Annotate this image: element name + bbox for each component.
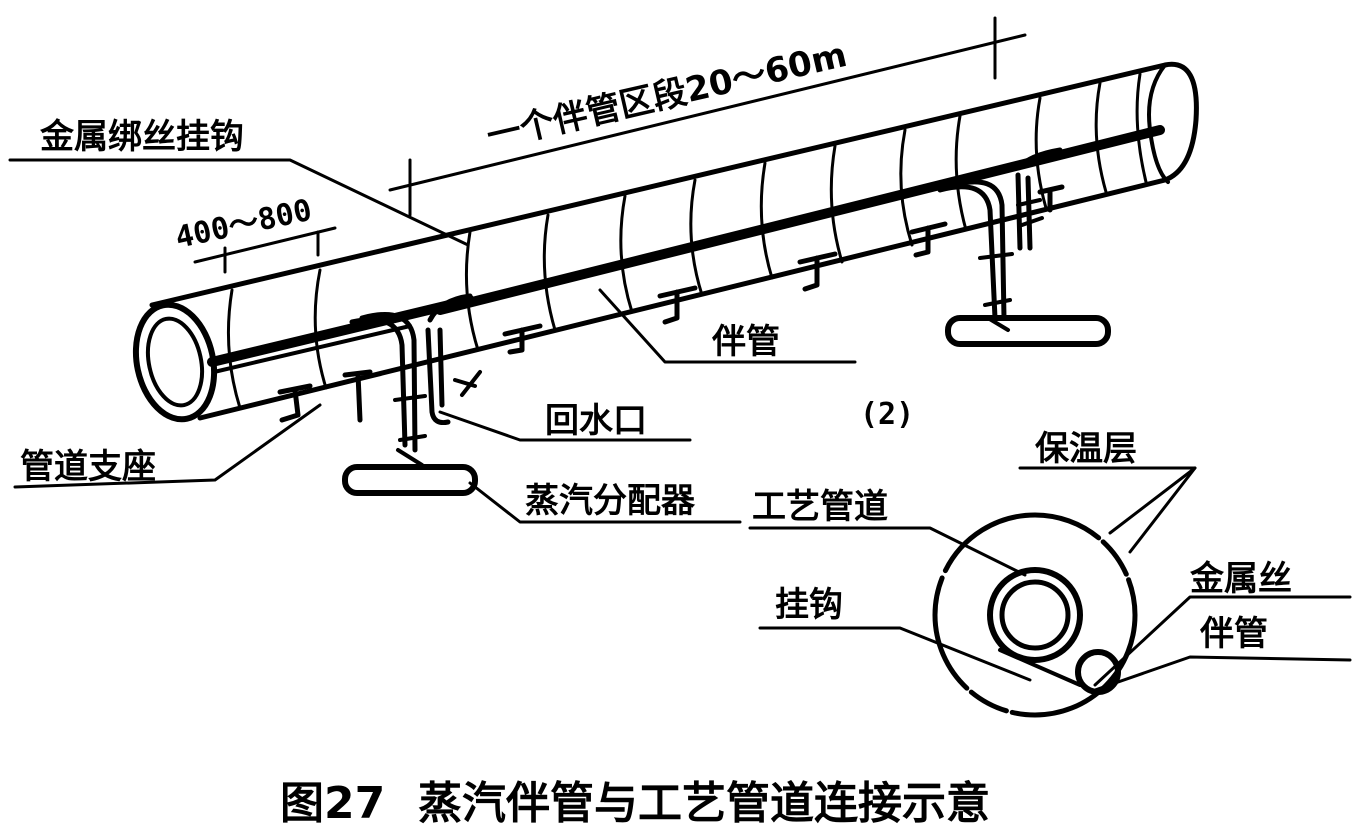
label-return-port: 回水口 — [545, 401, 647, 441]
label-cross-section-marker: (2) — [860, 397, 914, 432]
steam-distributor-left — [342, 464, 478, 496]
label-tracer: 伴管 — [711, 322, 780, 362]
valve-fittings — [393, 198, 1044, 467]
label-spacing: 400～800 — [172, 193, 315, 256]
label-tracer-section: 伴管 — [1199, 614, 1268, 654]
label-steam-distributor: 蒸汽分配器 — [525, 481, 696, 521]
section-length-dimension — [388, 16, 1027, 217]
leader-lines — [8, 158, 1352, 692]
process-pipe-body — [149, 61, 1199, 421]
cross-section-view — [932, 512, 1138, 718]
label-insulation: 保温层 — [1035, 429, 1137, 469]
pipe-open-end — [132, 301, 218, 423]
spacing-dimension — [193, 226, 337, 274]
tracer-drop-left — [349, 293, 473, 453]
steam-distributor-right — [945, 315, 1111, 347]
binding-wire-hoops — [226, 72, 1148, 410]
label-process-pipe: 工艺管道 — [752, 487, 888, 527]
tracer-tube — [207, 125, 1165, 374]
tracer-drop-right — [937, 147, 1063, 321]
label-section-length: 一个伴管区段20～60m — [483, 35, 851, 157]
label-pipe-support: 管道支座 — [20, 447, 156, 487]
label-hook: 挂钩 — [775, 585, 843, 625]
label-metal-wire: 金属丝 — [1189, 559, 1292, 599]
figure-number: 图27 — [280, 778, 385, 829]
figure-title: 蒸汽伴管与工艺管道连接示意 — [418, 778, 990, 829]
label-binding-hook: 金属绑丝挂钩 — [39, 117, 244, 157]
hanger-clips — [502, 184, 1065, 355]
pipe-supports — [277, 369, 373, 423]
